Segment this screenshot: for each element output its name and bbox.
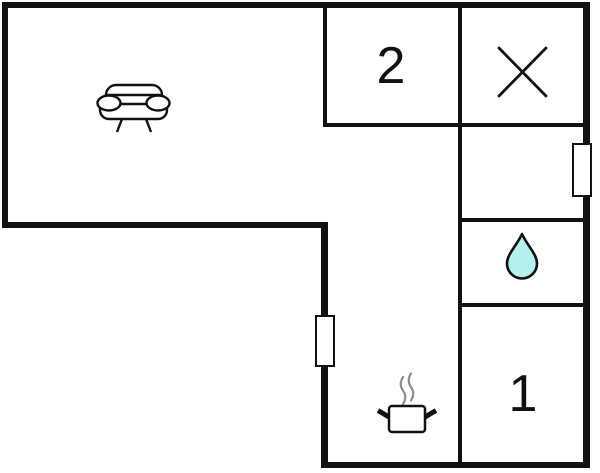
water-drop-shape	[505, 232, 539, 280]
wall-top-rooms-bottom	[323, 123, 583, 127]
wall-living-room-bottom	[2, 222, 328, 228]
wall-outer-top	[2, 2, 590, 8]
wall-room2-right	[458, 8, 462, 124]
sofa-left-armrest	[96, 94, 122, 112]
cross-lines	[497, 46, 548, 98]
wall-outer-left	[2, 2, 8, 228]
wall-bathroom-top	[462, 218, 583, 222]
sofa-right-armrest	[145, 94, 171, 112]
wall-bathroom-bottom	[462, 303, 583, 307]
wall-outer-right	[583, 2, 590, 468]
window-marker-right-wall	[572, 143, 592, 197]
wall-room2-left	[323, 8, 327, 124]
sofa-icon	[96, 83, 171, 133]
window-marker-kitchen-wall	[315, 315, 335, 367]
room-2-label: 2	[376, 37, 406, 95]
pot-body	[387, 404, 427, 434]
steam-line-right	[407, 372, 415, 402]
pot-left-handle	[376, 408, 391, 420]
sofa-left-leg	[115, 118, 124, 133]
cooking-pot-icon	[376, 372, 438, 434]
sofa-right-leg	[144, 118, 153, 133]
room-1-label: 1	[508, 365, 538, 423]
water-drop-icon	[505, 232, 539, 280]
pot-right-handle	[423, 408, 438, 420]
wall-outer-bottom	[321, 462, 590, 468]
wall-kitchen-right	[458, 127, 462, 462]
steam-line-left	[399, 375, 407, 406]
cross-icon	[497, 46, 548, 98]
